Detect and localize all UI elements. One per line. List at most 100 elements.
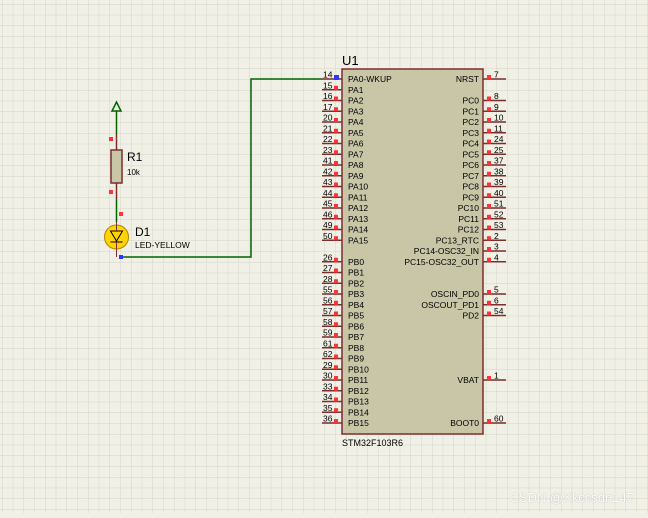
pin-marker xyxy=(487,290,491,294)
pin-name: PC11 xyxy=(458,214,479,224)
pin-marker xyxy=(334,225,338,230)
led-pin-marker-top xyxy=(119,212,123,216)
pin-name: PA9 xyxy=(348,171,364,181)
pin-marker xyxy=(334,354,338,359)
pin-number: 9 xyxy=(494,102,499,112)
pin-marker xyxy=(487,300,491,305)
pin-name: PA0-WKUP xyxy=(348,74,392,84)
pin-marker xyxy=(487,128,491,133)
pin-name: PA6 xyxy=(348,139,364,149)
power-terminal[interactable] xyxy=(110,100,123,134)
pin-marker xyxy=(334,118,338,122)
pin-name: PA11 xyxy=(348,192,368,202)
pin-marker xyxy=(334,333,338,337)
led-d1[interactable]: D1 LED-YELLOW xyxy=(104,212,190,257)
pin-marker xyxy=(487,96,491,101)
pin-marker xyxy=(487,204,491,208)
pin-marker xyxy=(334,107,338,112)
mcu-body[interactable] xyxy=(341,68,484,435)
mcu-ref-label: U1 xyxy=(342,53,359,68)
wire-pa0-led[interactable] xyxy=(121,78,322,258)
pin-name: PB6 xyxy=(348,321,364,331)
resistor-r1[interactable]: R1 10k xyxy=(109,134,143,200)
pin-number: 36 xyxy=(323,414,333,424)
pin-name: PB12 xyxy=(348,386,369,396)
pin-name: PC7 xyxy=(462,171,479,181)
pin-number: 34 xyxy=(323,392,333,402)
pin-name: PB11 xyxy=(348,375,368,385)
pin-name: PB1 xyxy=(348,268,364,278)
pin-number: 14 xyxy=(323,70,333,80)
pin-name: PA7 xyxy=(348,149,364,159)
pin-name: PB2 xyxy=(348,278,364,288)
pin-name: PC10 xyxy=(458,203,480,213)
pin-number: 35 xyxy=(323,403,333,413)
watermark: CSDN @Xkccsdn147 xyxy=(509,490,634,505)
pin-name: PB7 xyxy=(348,332,364,342)
pin-number: 24 xyxy=(494,134,504,144)
pin-marker xyxy=(334,128,338,133)
r1-body[interactable] xyxy=(110,149,123,184)
pin-number: 41 xyxy=(323,156,333,166)
pin-number: 33 xyxy=(323,381,333,391)
pin-marker xyxy=(334,171,338,176)
